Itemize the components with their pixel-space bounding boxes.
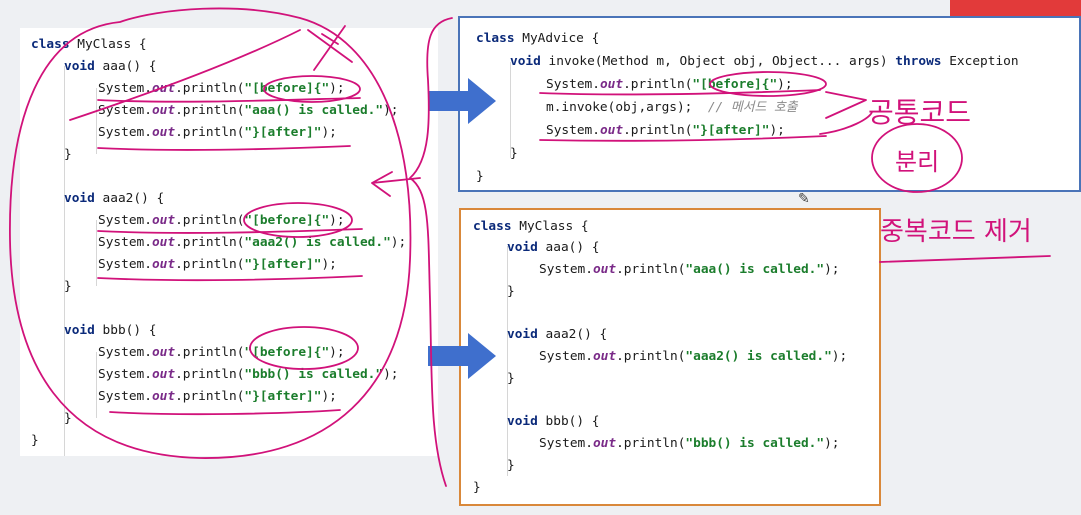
class-declaration: class MyAdvice { [476,31,600,46]
code-line: System.out.println("[before]{"); [98,345,345,360]
class-close-brace: } [473,480,481,495]
code-line: System.out.println("bbb() is called."); [539,436,840,451]
method-signature-aaa: void aaa() { [507,240,600,255]
ink-underline [109,409,341,416]
ink-cross-mark [307,25,353,71]
class-close-brace: } [476,169,484,184]
code-line: System.out.println("[before]{"); [546,77,793,92]
separate-label: 분리 [895,148,939,176]
ink-stroke [69,29,301,121]
ink-underline [539,89,821,96]
indent-guide [64,66,65,456]
code-line: System.out.println("aaa2() is called."); [98,235,407,250]
code-line: System.out.println("bbb() is called."); [98,367,399,382]
ink-circle-separate [871,123,963,193]
class-declaration: class MyClass { [31,34,147,56]
ink-brace [409,17,453,487]
method-signature-aaa: void aaa() { [64,59,157,74]
method-close-brace: } [510,146,518,161]
ink-chevron [825,91,867,119]
ink-underline [879,255,1051,263]
code-line: System.out.println("aaa() is called."); [539,262,840,277]
red-corner-badge [950,0,1081,17]
method-close-brace: } [64,279,72,294]
method-close-brace: } [507,458,515,473]
invoke-method-signature: void invoke(Method m, Object obj, Object… [510,54,1019,69]
indent-guide [510,62,511,158]
ink-underline [539,135,827,142]
ink-circle-before [263,75,361,103]
method-signature-bbb: void bbb() { [64,323,157,338]
remove-duplicate-label: 중복코드 제거 [880,217,1032,247]
indent-guide [96,88,97,154]
indent-guide [96,352,97,418]
method-close-brace: } [507,371,515,386]
pencil-cursor-icon: ✎ [798,191,810,207]
code-line: System.out.println("}[after]"); [98,389,337,404]
refactored-myclass-panel: class MyClass { void aaa() { System.out.… [459,208,881,506]
ink-stroke [819,111,873,135]
ink-circle-before [243,202,353,238]
common-code-label: 공통코드 [868,96,971,129]
ink-circle-before [709,71,827,97]
code-line: System.out.println("}[after]"); [98,257,337,272]
code-line: System.out.println("}[after]"); [98,125,337,140]
ink-loop-left [9,7,412,459]
ink-underline [97,145,351,151]
ink-underline [97,97,361,103]
method-close-brace: } [507,284,515,299]
class-declaration: class MyClass { [473,219,589,234]
method-signature-aaa2: void aaa2() { [507,327,608,342]
ink-circle-before [249,326,359,370]
method-close-brace: } [64,147,72,162]
code-line: System.out.println("[before]{"); [98,213,345,228]
class-name: MyClass { [77,37,147,52]
right-arrow-icon [428,333,496,379]
code-comment: // 메서드 호출 [707,100,798,115]
class-close-brace: } [31,433,39,448]
code-line: System.out.println("aaa() is called."); [98,103,399,118]
method-signature-bbb: void bbb() { [507,414,600,429]
code-line: System.out.println("aaa2() is called."); [539,349,848,364]
method-signature-aaa2: void aaa2() { [64,191,165,206]
invoke-call-line: m.invoke(obj,args); // 메서드 호출 [546,100,798,115]
myadvice-panel: class MyAdvice { void invoke(Method m, O… [458,16,1081,192]
indent-guide [507,246,508,476]
code-line: System.out.println("}[after]"); [546,123,785,138]
ink-underline [97,228,363,234]
method-close-brace: } [64,411,72,426]
ink-underline [97,275,363,282]
original-myclass-panel: class MyClass { void aaa() { System.out.… [20,28,438,456]
class-keyword: class [31,37,70,52]
right-arrow-icon [428,78,496,124]
indent-guide [96,220,97,286]
